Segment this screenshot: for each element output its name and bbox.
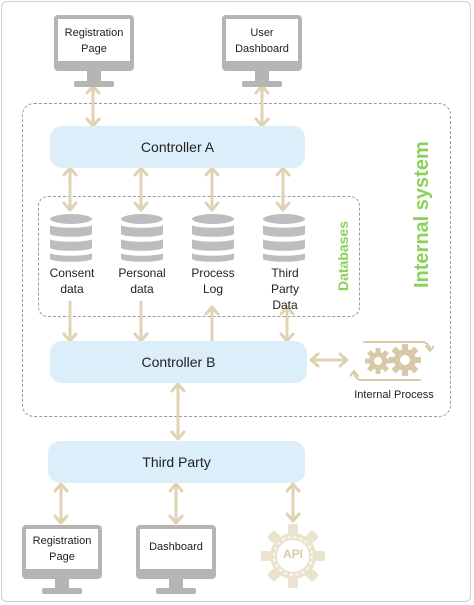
bottom-dashboard-monitor-icon: [136, 525, 216, 594]
internal-process-label: Internal Process: [354, 389, 434, 401]
arrow-third-party-to-registration: [53, 482, 69, 525]
arrow-controller-a-to-process: [204, 166, 220, 212]
third-party-label: Third Party: [142, 454, 211, 470]
api-gear-icon: [261, 524, 325, 588]
personal-data-database-icon: [119, 212, 165, 264]
arrow-dashboard-to-controller-a: [254, 84, 270, 128]
arrow-controller-b-to-third-party: [170, 382, 186, 441]
consent-data-database-icon: [48, 212, 94, 264]
internal-process-gears-icon: [350, 341, 434, 381]
databases-boundary: [38, 196, 360, 317]
arrow-controller-a-to-personal: [133, 166, 149, 212]
api-label: API: [282, 547, 303, 561]
controller-b-label: Controller B: [141, 354, 216, 370]
internal-system-boundary: [22, 103, 451, 417]
bottom-registration-page-monitor-icon: [22, 525, 102, 594]
arrow-controller-b-to-process: [204, 305, 220, 342]
internal-system-label: Internal system: [411, 141, 433, 288]
arrow-personal-to-controller-b: [133, 300, 149, 343]
controller-a-box: Controller A: [50, 126, 305, 168]
bottom-dashboard-label: Dashboard: [149, 541, 203, 553]
arrow-third-party-to-api: [285, 482, 301, 523]
controller-b-box: Controller B: [50, 341, 307, 383]
databases-label: Databases: [335, 220, 351, 292]
arrow-controller-a-to-third-party-data: [275, 166, 291, 212]
third-party-data-database-icon: [261, 212, 307, 264]
registration-page-monitor-icon: [54, 15, 134, 87]
controller-a-label: Controller A: [140, 139, 215, 155]
arrow-registration-to-controller-a: [85, 84, 101, 128]
third-party-box: Third Party: [48, 441, 305, 483]
arrow-third-party-to-dashboard: [168, 482, 184, 525]
arrow-controller-b-to-internal-process: [309, 352, 349, 368]
process-log-database-icon: [190, 212, 236, 264]
arrow-controller-a-to-consent: [62, 166, 78, 212]
user-dashboard-monitor-icon: [222, 15, 302, 87]
arrow-consent-to-controller-b: [62, 300, 78, 343]
